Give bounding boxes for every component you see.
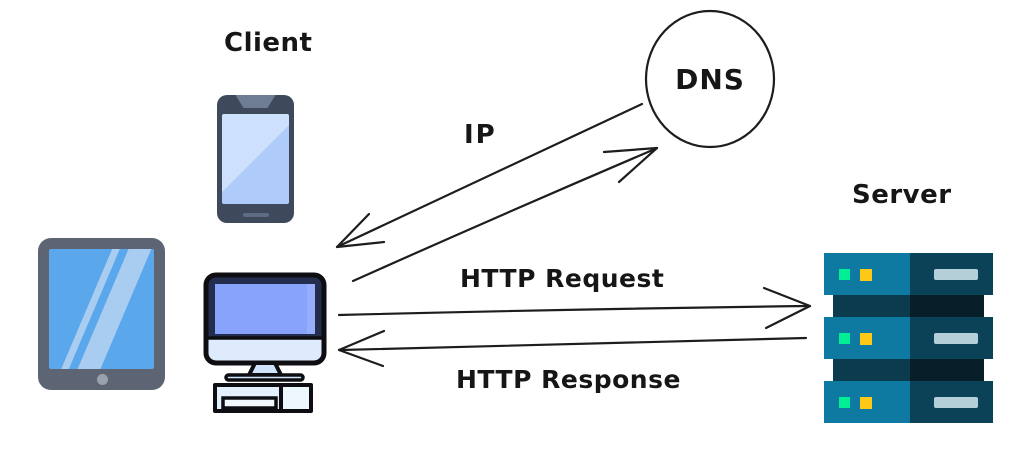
tablet-screen: [49, 249, 154, 369]
server-unit: [824, 253, 993, 295]
led-yellow-icon: [860, 333, 872, 345]
phone-speaker: [242, 213, 269, 217]
led-green-icon: [839, 397, 850, 408]
server-icon: [824, 253, 993, 423]
ip-edge-label: IP: [464, 120, 497, 150]
http-request-arrow: [337, 286, 812, 330]
phone-screen: [222, 114, 289, 204]
dns-node: DNS: [644, 9, 776, 149]
dns-label: DNS: [675, 62, 745, 96]
led-green-icon: [839, 333, 850, 344]
http-response-label: HTTP Response: [456, 365, 681, 394]
dns-query-arrow: [351, 146, 659, 283]
desktop-computer-icon: [203, 272, 327, 413]
http-request-label: HTTP Request: [460, 264, 665, 293]
server-joint: [833, 359, 984, 381]
smartphone-icon: [217, 95, 294, 223]
drive-slot: [934, 397, 978, 408]
led-yellow-icon: [860, 397, 872, 409]
server-joint: [833, 295, 984, 317]
led-yellow-icon: [860, 269, 872, 281]
drive-slot: [934, 333, 978, 344]
tablet-icon: [38, 238, 165, 390]
server-unit: [824, 317, 993, 359]
server-label: Server: [852, 180, 952, 210]
server-unit: [824, 381, 993, 423]
http-response-arrow: [337, 329, 808, 368]
drive-slot: [934, 269, 978, 280]
phone-notch: [235, 95, 276, 108]
tablet-home-button: [96, 374, 108, 385]
client-label: Client: [224, 28, 313, 58]
led-green-icon: [839, 269, 850, 280]
